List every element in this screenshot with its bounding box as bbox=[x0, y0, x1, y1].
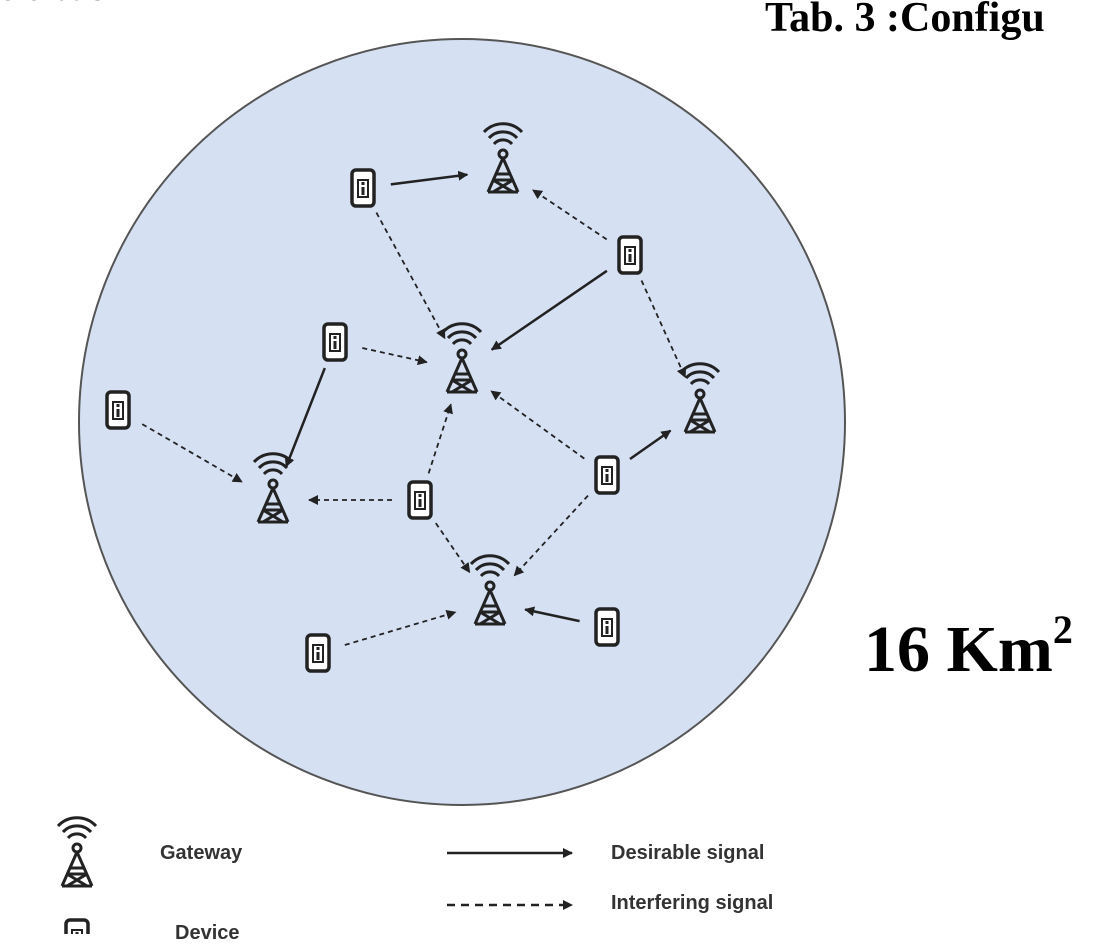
desirable-signal-d3-to-g-left bbox=[284, 367, 326, 468]
area-label: 16 Km2 bbox=[864, 610, 1073, 688]
device-icon-d8 bbox=[305, 633, 331, 673]
legend-device-icon bbox=[64, 918, 90, 934]
device-icon-d5 bbox=[407, 480, 433, 520]
legend-interfering-label: Interfering signal bbox=[611, 892, 774, 914]
interfering-signal-d6-to-g-bottom bbox=[513, 494, 589, 577]
device-icon-d6 bbox=[594, 455, 620, 495]
device-icon-d2 bbox=[617, 235, 643, 275]
desirable-signal-d2-to-g-center bbox=[490, 269, 608, 351]
device-icon-d1 bbox=[350, 168, 376, 208]
coverage-area bbox=[78, 38, 846, 806]
legend-desirable-label: Desirable signal bbox=[611, 842, 765, 864]
device-icon-d7 bbox=[594, 607, 620, 647]
device-icon-d4 bbox=[105, 390, 131, 430]
interfering-signal-d3-to-g-center bbox=[362, 347, 428, 366]
legend-gateway-icon bbox=[56, 816, 98, 888]
device-icon-d3 bbox=[322, 322, 348, 362]
legend-gateway-label: Gateway bbox=[160, 842, 243, 864]
interfering-signal-d6-to-g-center bbox=[490, 390, 585, 460]
interfering-signal-d5-to-g-bottom bbox=[435, 522, 471, 574]
interfering-signal-d2-to-g-top bbox=[532, 189, 608, 241]
area-unit-exponent: 2 bbox=[1052, 607, 1073, 652]
interfering-signal-d4-to-g-left bbox=[141, 423, 243, 483]
desirable-signal-d7-to-g-bottom bbox=[524, 606, 580, 623]
desirable-signal-d6-to-g-right bbox=[629, 429, 672, 461]
table-caption-fragment: Tab. 3 :Configu bbox=[765, 0, 1045, 41]
interfering-signal-d1-to-g-center bbox=[375, 212, 446, 340]
desirable-signal-d1-to-g-top bbox=[390, 170, 469, 186]
signal-links bbox=[141, 170, 687, 646]
top-left-text-fragment: erenas 32 bbox=[0, 0, 120, 8]
interfering-signal-d8-to-g-bottom bbox=[344, 609, 457, 646]
area-value: 16 Km bbox=[864, 613, 1053, 686]
interfering-signal-d5-to-g-center bbox=[427, 403, 453, 474]
